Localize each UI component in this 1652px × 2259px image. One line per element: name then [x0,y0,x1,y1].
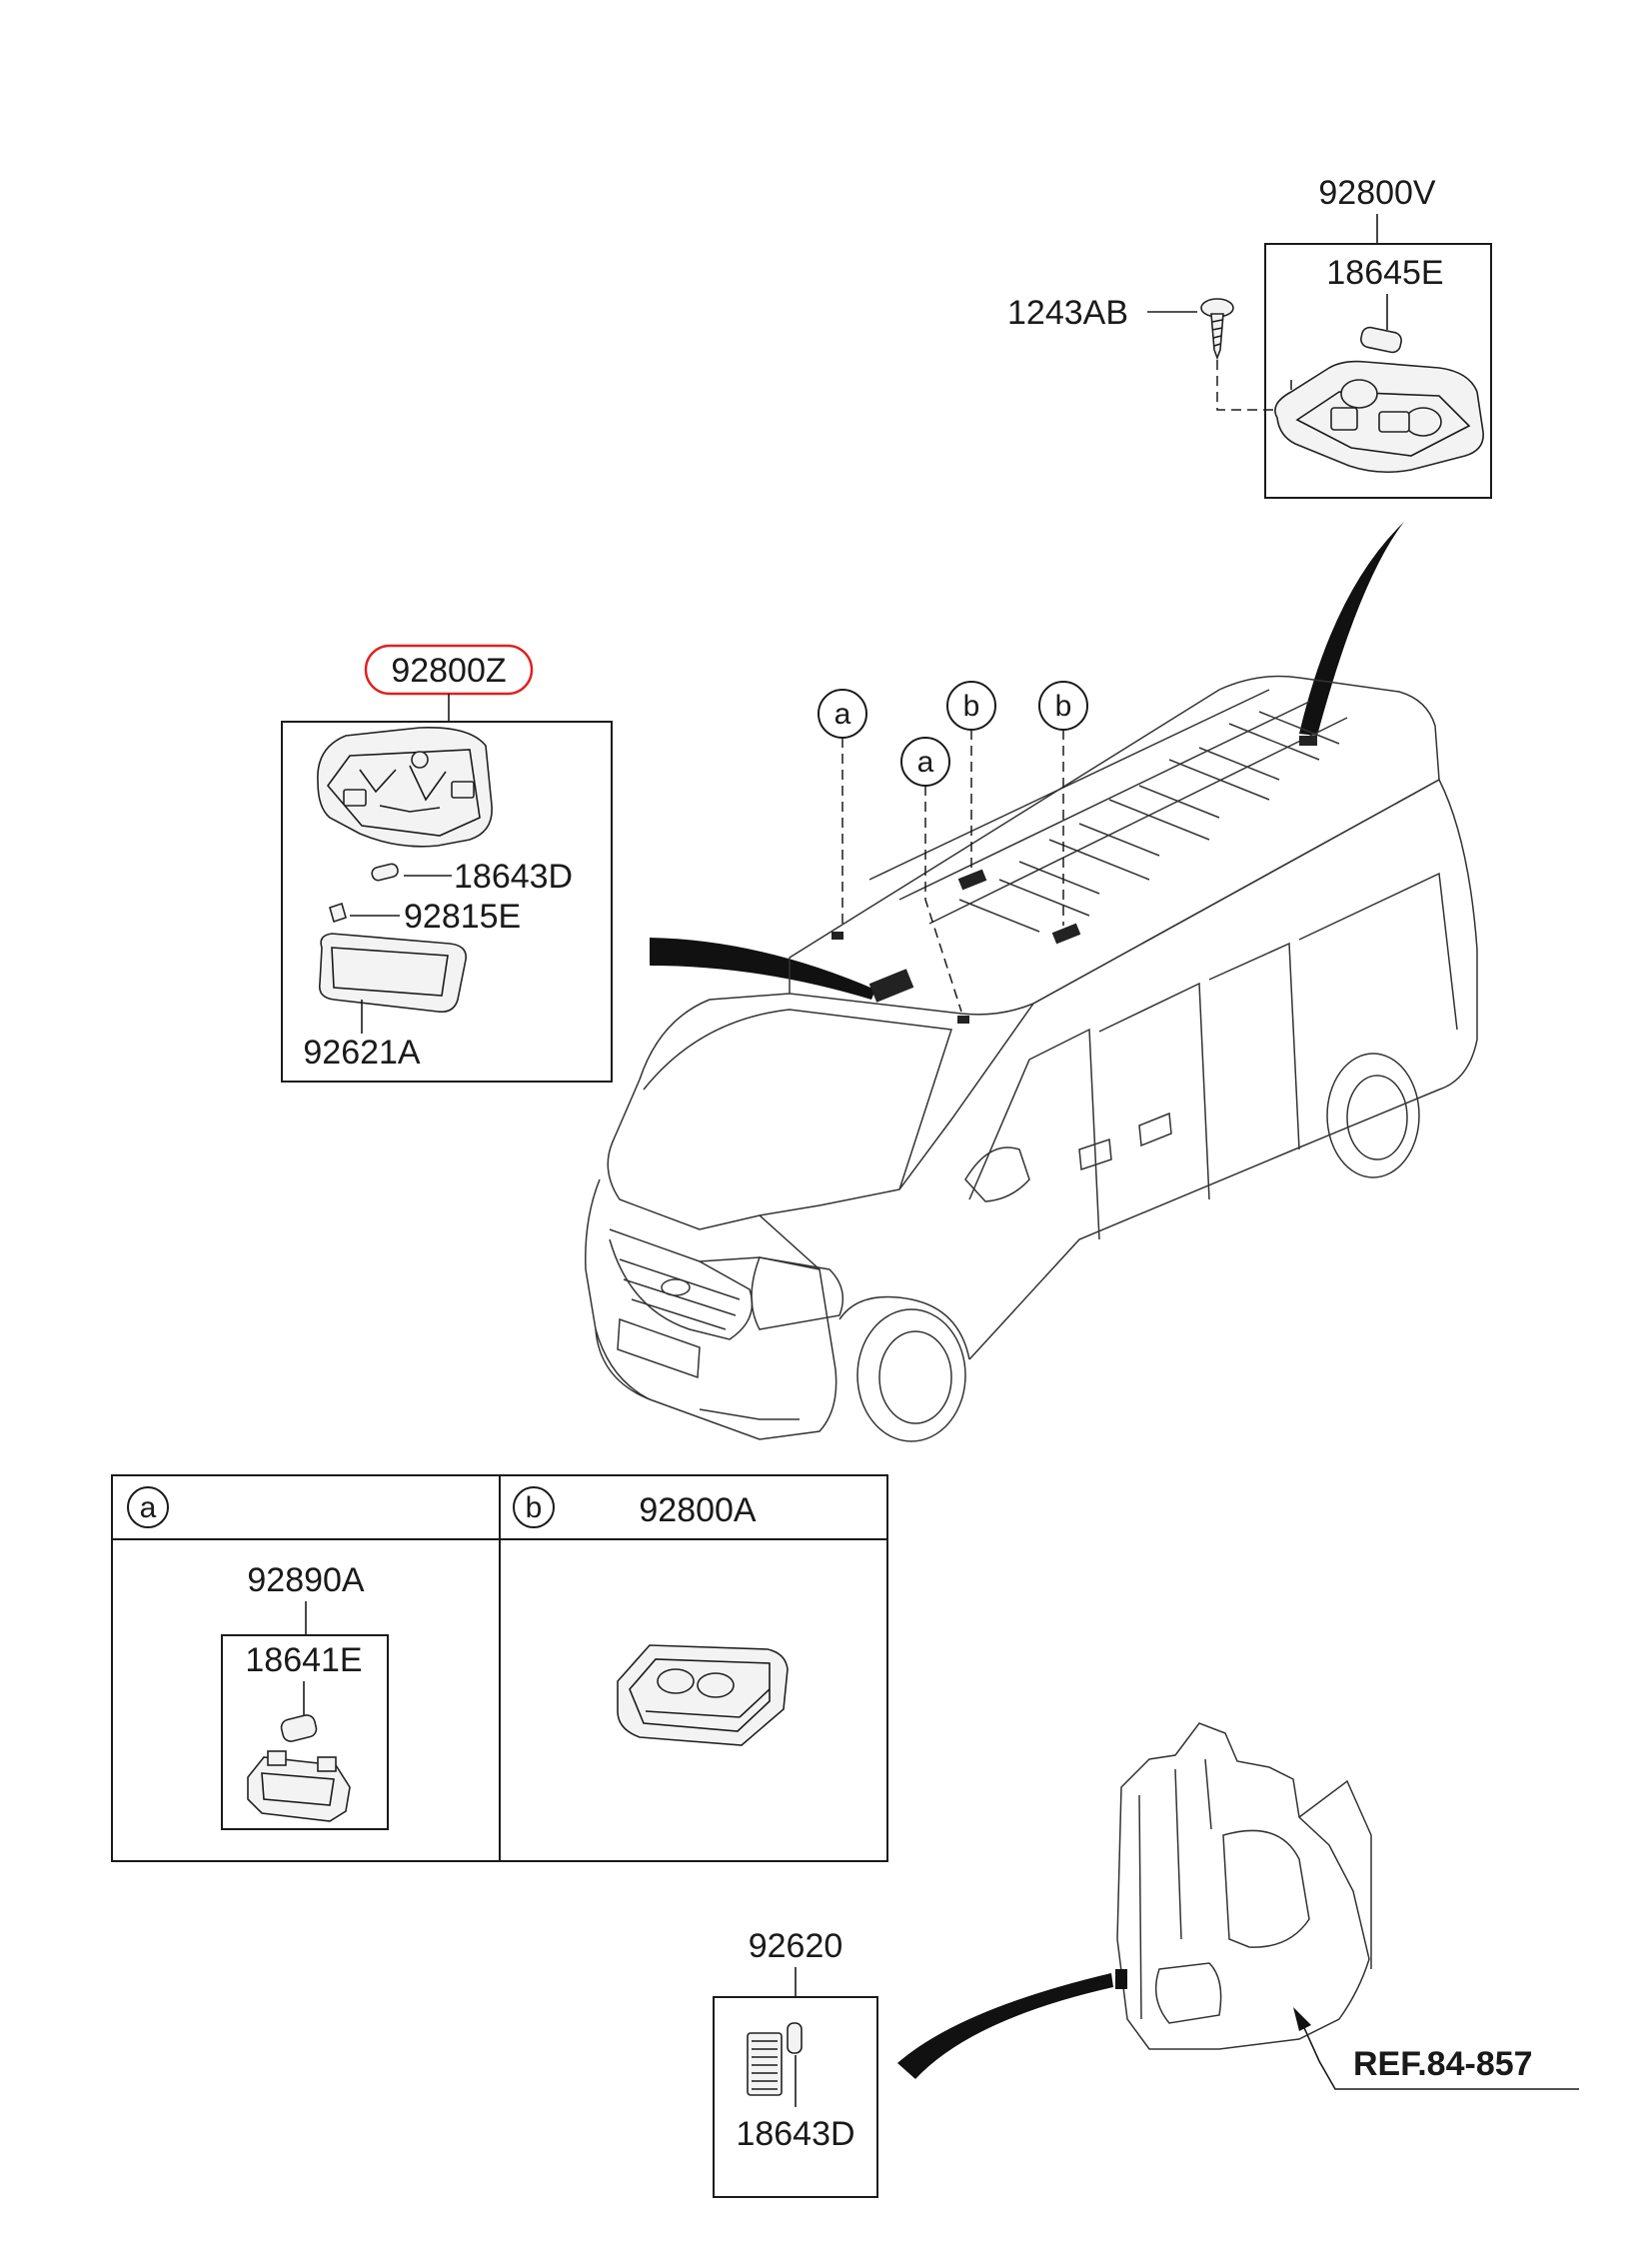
map-lamp-mark-a1 [831,932,843,940]
table-marker-a-text: a [140,1491,157,1524]
table-marker-a-circle [127,1486,169,1528]
rear-lamp-mark [1299,736,1317,746]
box-92620 [713,1996,878,2198]
ref-label[interactable]: REF.84-857 [1353,2045,1533,2083]
label-92800V[interactable]: 92800V [1318,174,1436,212]
detail-table: a b 92800A 92890A 18641E [111,1474,888,1862]
room-lamp-mark-b2 [1051,923,1081,945]
marker-a1-text: a [834,698,851,731]
label-92621A[interactable]: 92621A [303,1034,421,1072]
marker-a2-text: a [917,746,934,779]
table-marker-b-text: b [526,1491,543,1524]
clip-92815E-icon [329,902,347,924]
label-92620[interactable]: 92620 [749,1927,843,1965]
screw-1243AB-icon [1200,298,1234,361]
bulb-18641E-icon [280,1714,318,1742]
bulb-18645E-icon [1360,326,1402,354]
rear-trim-panel [1115,1722,1372,2050]
label-18645E[interactable]: 18645E [1326,254,1443,292]
van-markers: a a b b [818,681,1088,1013]
box-92890A [221,1634,389,1830]
marker-b1-text: b [963,690,980,723]
marker-b2-text: b [1055,690,1072,723]
lamp-92800V-icon [1274,360,1484,474]
lens-92621A-icon [318,933,467,1014]
lamp-92800A-icon [617,1644,789,1746]
leader-92620 [897,1973,1113,2079]
label-1243AB[interactable]: 1243AB [1007,294,1128,332]
box-92800V [1264,243,1492,499]
van-illustration [585,675,1478,1442]
group-92800V: 92800V 18645E 1243AB [1007,174,1492,736]
table-marker-b-circle [513,1486,555,1528]
lamp-92620-icon [747,2032,783,2096]
label-18641E[interactable]: 18641E [245,1641,362,1679]
map-lamp-mark-a2 [957,1016,969,1024]
label-92800Z[interactable]: 92800Z [391,652,506,690]
front-console-mark [868,969,914,1003]
group-92800Z: 92800Z 18643D 92815E 92621A [281,644,875,1083]
bulb-18643D-icon [371,863,399,882]
label-92800A[interactable]: 92800A [639,1491,757,1529]
ref-arrow-icon [1293,2007,1311,2031]
room-lamp-mark-b1 [957,869,987,891]
lamp-92890A-icon [247,1750,351,1822]
leader-92800Z [650,938,875,1000]
label-18643D-bottom[interactable]: 18643D [736,2115,854,2153]
lamp-92800Z-icon [317,727,493,848]
box-92800Z [281,721,613,1083]
bulb-18643D-bottom-icon [787,2022,803,2054]
group-92620: 92620 18643D [713,1927,1113,2198]
label-92815E[interactable]: 92815E [404,898,521,936]
label-92890A[interactable]: 92890A [247,1561,365,1599]
label-18643D-top[interactable]: 18643D [454,858,573,896]
trim-lamp-mark [1115,1969,1127,1989]
leader-92800V [1299,522,1404,736]
ref-callout: REF.84-857 [1293,2007,1579,2090]
